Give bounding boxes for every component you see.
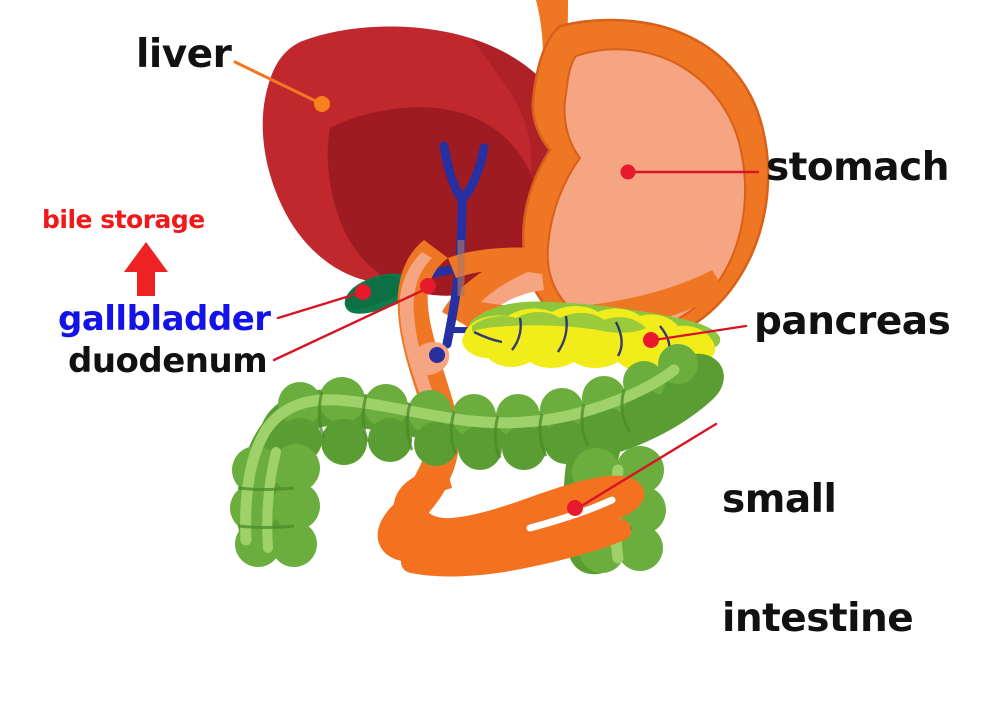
callout-dot-duodenum [420,278,436,294]
callout-dot-gallbladder [355,284,371,300]
callout-dot-stomach [620,164,636,180]
callout-dot-liver [314,96,330,112]
leader-line-gallbladder [276,289,368,320]
callout-leader-lines [233,60,760,516]
leader-line-duodenum [272,285,432,362]
label-small-intestine-line2: intestine [722,595,914,641]
bile-storage-arrow-icon [124,242,168,296]
leader-line-liver [233,60,328,108]
label-stomach: stomach [766,145,950,190]
diagram-canvas: liver stomach pancreas small intestine b… [42,0,951,639]
callout-dot-pancreas [643,332,659,348]
label-bile-storage: bile storage [42,205,205,234]
callout-dot-duodenal-papilla [429,347,445,363]
label-pancreas: pancreas [754,299,951,344]
label-small-intestine: small intestine [722,400,914,718]
callout-dot-small-intestine [567,500,583,516]
label-small-intestine-line1: small [722,476,837,522]
digestive-system-illustration [124,0,770,577]
label-duodenum: duodenum [68,341,268,381]
leader-line-pancreas [652,324,748,342]
small-intestine-organ [377,466,645,577]
leader-line-small-intestine [576,422,718,510]
label-gallbladder: gallbladder [58,299,271,339]
label-liver: liver [136,32,232,77]
